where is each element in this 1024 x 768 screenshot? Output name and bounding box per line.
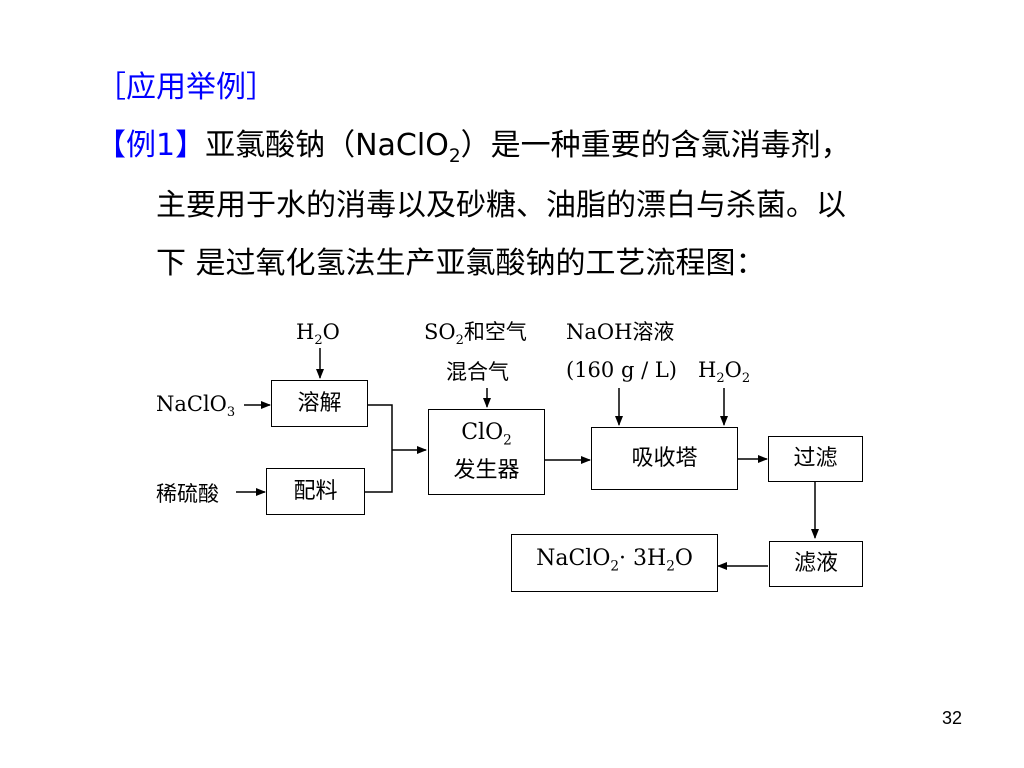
- example-text-1-end: ）是一种重要的含氯消毒剂，: [460, 128, 851, 163]
- box-filter: 过滤: [768, 436, 863, 482]
- box-mix: 配料: [266, 468, 365, 515]
- example-text-1: 亚氯酸钠（NaClO: [205, 128, 449, 163]
- label-so2-air: SO2和空气: [424, 320, 527, 349]
- label-naclo3: NaClO3: [156, 392, 236, 421]
- example-text-1-sub: 2: [448, 146, 461, 167]
- example-line-1: 【例1】亚氯酸钠（NaClO2）是一种重要的含氯消毒剂，: [96, 120, 851, 167]
- page-number: 32: [941, 708, 962, 728]
- label-sulfuric-acid: 稀硫酸: [156, 482, 219, 506]
- box-filtrate: 滤液: [769, 541, 863, 587]
- line-dissolve-merge: [368, 404, 393, 450]
- label-naoh-conc: (160 g / L): [566, 358, 677, 382]
- example-tag: 【例1】: [96, 128, 206, 163]
- box-dissolve: 溶解: [271, 380, 368, 427]
- label-h2o2: H2O2: [698, 358, 751, 387]
- label-mixed-gas: 混合气: [446, 360, 509, 384]
- line-mix-merge: [365, 450, 393, 493]
- example-line-3: 下 是过氧化氢法生产亚氯酸钠的工艺流程图：: [156, 246, 766, 281]
- example-line-2: 主要用于水的消毒以及砂糖、油脂的漂白与杀菌。以: [156, 188, 846, 223]
- box-clo2-generator: ClO2 发生器: [428, 409, 545, 495]
- label-water: H2O: [296, 320, 340, 349]
- label-naoh: NaOH溶液: [566, 320, 675, 344]
- section-heading: ［应用举例］: [96, 70, 276, 105]
- box-product: NaClO2· 3H2O: [511, 534, 718, 592]
- box-absorber: 吸收塔: [591, 427, 738, 490]
